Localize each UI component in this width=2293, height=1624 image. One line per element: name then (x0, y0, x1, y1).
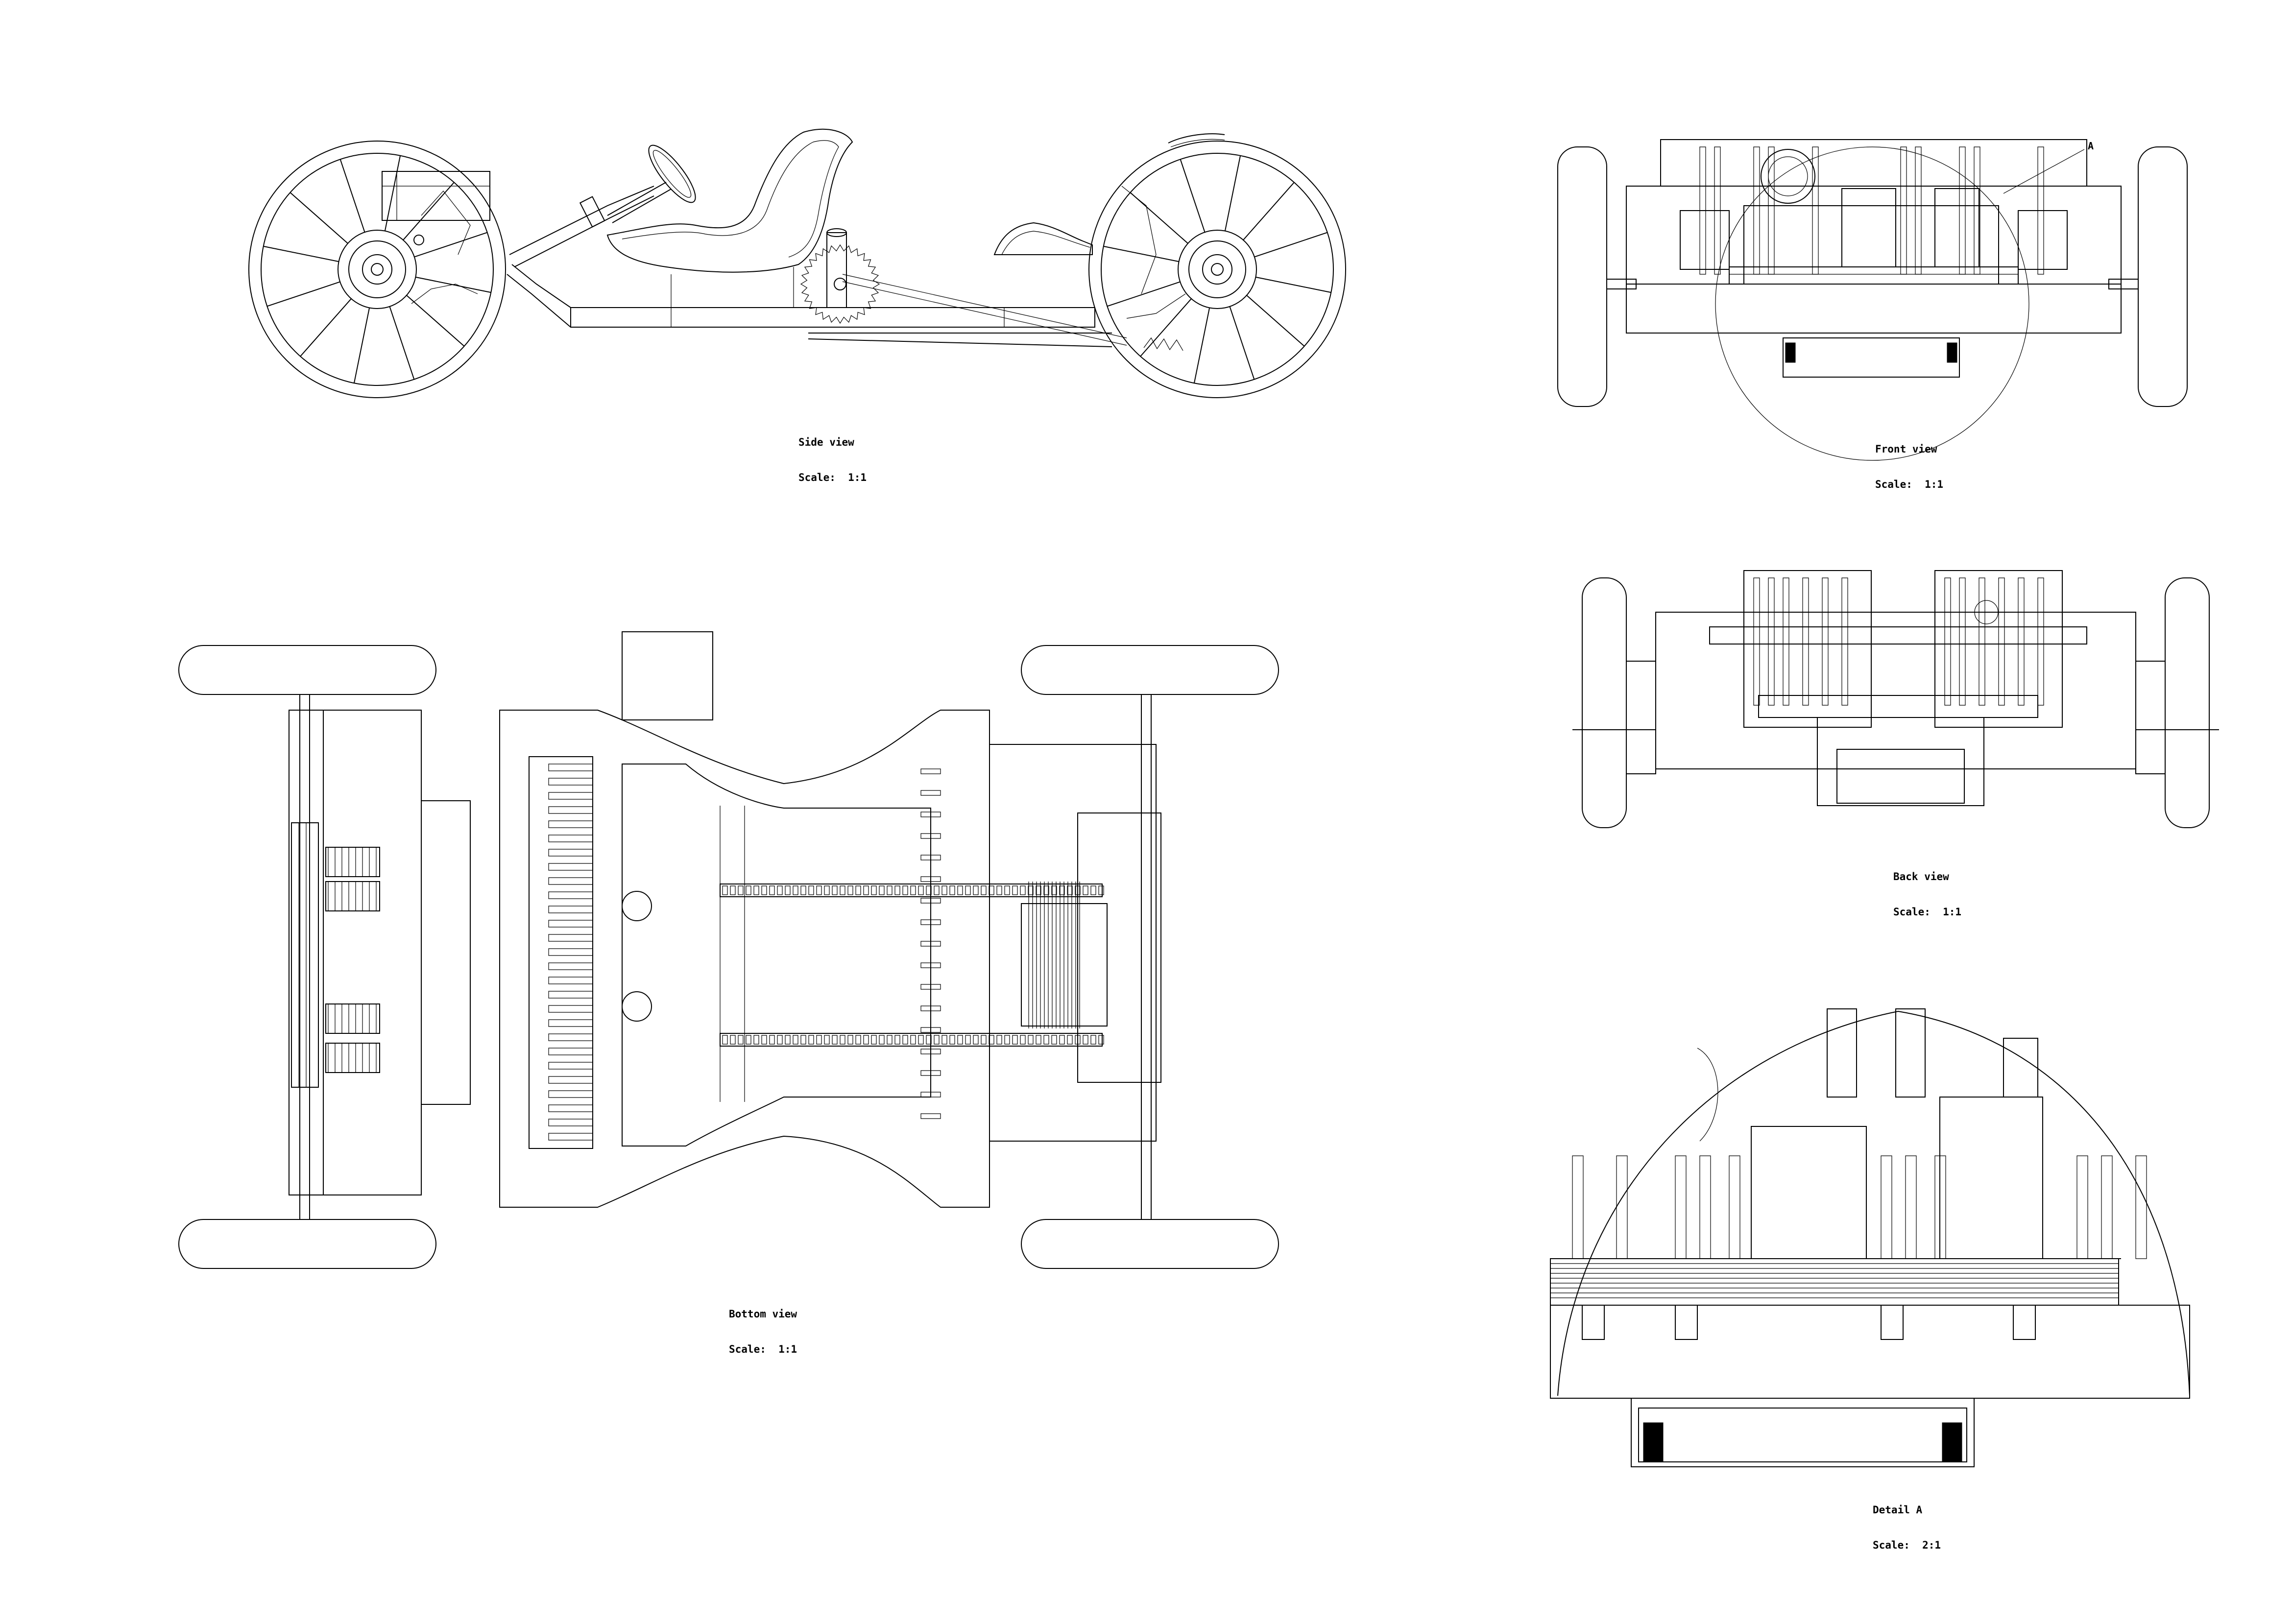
side-front-wheel (1089, 141, 1346, 398)
side-view (249, 129, 1346, 398)
detail-a-view (1550, 1009, 2190, 1467)
back-view-title: Back view (1893, 871, 1949, 883)
bottom-view-title: Bottom view (729, 1308, 797, 1320)
back-view-scale: Scale: 1:1 (1893, 906, 1962, 918)
side-view-caption: Side view Scale: 1:1 (798, 413, 867, 495)
detail-a-title: Detail A (1873, 1504, 1923, 1516)
detail-a-scale: Scale: 2:1 (1873, 1539, 1941, 1551)
front-view-caption: Front view Scale: 1:1 (1875, 420, 1943, 502)
bottom-view-caption: Bottom view Scale: 1:1 (729, 1285, 797, 1367)
side-view-scale: Scale: 1:1 (798, 472, 867, 483)
detail-a-caption: Detail A Scale: 2:1 (1873, 1481, 1941, 1563)
front-view: A (1558, 140, 2187, 460)
side-rear-wheel (249, 141, 506, 398)
bottom-view (179, 632, 1279, 1268)
back-view (1572, 571, 2219, 828)
front-view-scale: Scale: 1:1 (1875, 478, 1944, 490)
bottom-view-scale: Scale: 1:1 (729, 1343, 797, 1355)
front-view-title: Front view (1875, 443, 1937, 455)
detail-callout-label: A (2088, 140, 2094, 152)
side-view-title: Side view (798, 436, 854, 448)
side-chassis (382, 129, 1225, 351)
back-view-caption: Back view Scale: 1:1 (1893, 847, 1961, 930)
